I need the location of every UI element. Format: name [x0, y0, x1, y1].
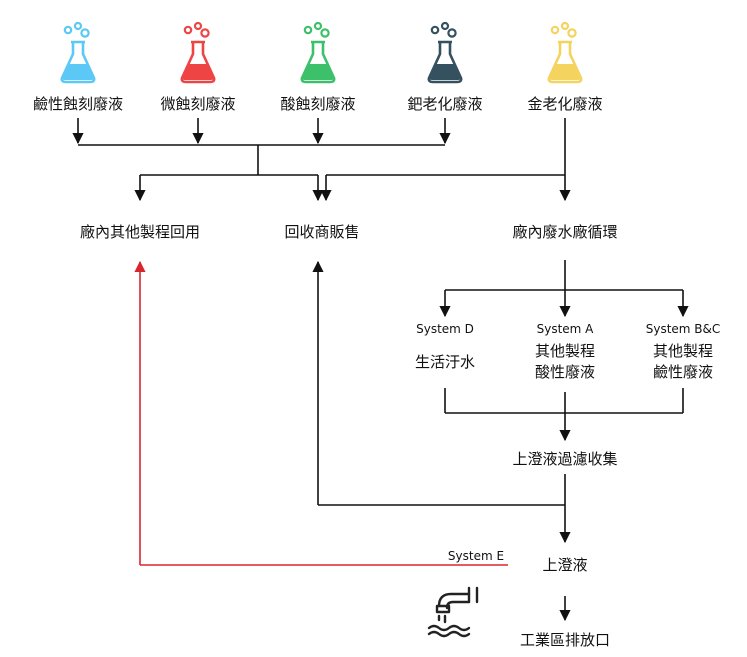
system-bc-desc: 其他製程 鹼性廢液 [653, 341, 713, 383]
system-bc-desc-line2: 鹼性廢液 [652, 363, 714, 381]
node-supernatant-collection: 上澄液過濾收集 [512, 450, 618, 468]
flask-icon-yellow [547, 22, 583, 84]
node-in-plant-reuse: 廠內其他製程回用 [79, 223, 201, 241]
node-wastewater-plant: 廠內廢水廠循環 [512, 223, 618, 241]
flask-icon-dark [427, 22, 463, 84]
system-d-label: System D [416, 322, 474, 336]
source-label-alkaline-etching: 鹼性蝕刻廢液 [32, 95, 124, 113]
source-label-acid-etching: 酸蝕刻廢液 [280, 95, 356, 113]
source-label-micro-etching: 微蝕刻廢液 [160, 95, 236, 113]
system-a-desc-line2: 酸性廢液 [534, 363, 596, 381]
system-d-desc: 生活汙水 [414, 353, 476, 371]
system-a-desc-line1: 其他製程 [534, 342, 596, 360]
system-a-desc: 其他製程 酸性廢液 [535, 341, 595, 383]
flask-icon-green [300, 22, 336, 84]
system-bc-label: System B&C [645, 322, 721, 336]
system-bc-desc-line1: 其他製程 [652, 342, 714, 360]
node-recycler-sale: 回收商販售 [284, 223, 360, 241]
flask-icon-red [180, 22, 216, 84]
system-a-label: System A [536, 322, 594, 336]
node-supernatant: 上澄液 [542, 556, 588, 574]
node-industrial-discharge: 工業區排放口 [519, 631, 611, 649]
discharge-pipe-icon [427, 586, 479, 638]
system-e-label: System E [447, 549, 505, 563]
flask-icon-blue [60, 22, 96, 84]
source-label-gold-aging: 金老化廢液 [527, 95, 603, 113]
source-label-palladium-aging: 鈀老化廢液 [407, 95, 483, 113]
